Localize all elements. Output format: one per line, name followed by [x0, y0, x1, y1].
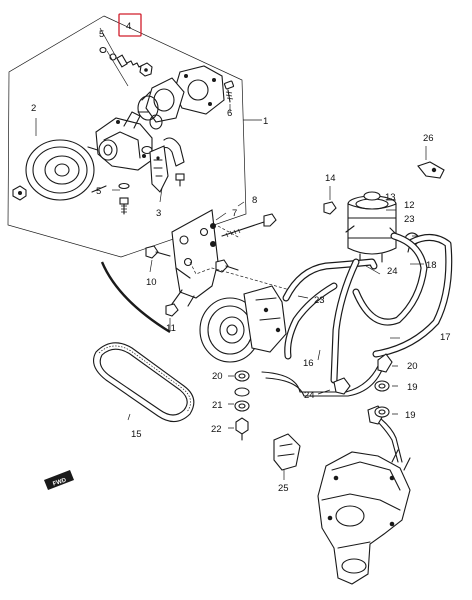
long-bolt-icon	[221, 213, 277, 238]
pipe-bracket-icon	[273, 433, 301, 471]
callout-25: 25	[278, 483, 289, 494]
callout-26: 26	[423, 133, 434, 144]
reservoir-tank-icon	[345, 191, 399, 263]
hose-clip-icon	[323, 201, 337, 215]
valve-hardware-group-icon	[99, 46, 153, 77]
highlight-box-4	[118, 13, 142, 37]
pump-body-icon	[95, 111, 153, 171]
callout-22: 22	[211, 424, 222, 435]
callout-13: 13	[385, 192, 396, 203]
pump-pulley-icon	[25, 139, 107, 201]
callout-20-top: 20	[212, 371, 223, 382]
fitting-washer-icon	[118, 182, 130, 215]
callout-23-mid: 23	[314, 295, 325, 306]
fwd-text: FWD	[52, 477, 67, 487]
callout-17: 17	[440, 332, 451, 343]
callout-4: 4	[126, 21, 131, 32]
callout-2: 2	[31, 103, 36, 114]
callout-6: 6	[227, 108, 232, 119]
callout-5-lower: 5	[96, 186, 101, 197]
mounting-bolt-icon	[223, 80, 235, 103]
callout-18: 18	[426, 260, 437, 271]
bracket-bolt-icon	[145, 245, 239, 273]
callout-23-top: 23	[404, 214, 415, 225]
callout-24-lower: 24	[304, 390, 315, 401]
steering-gearbox-icon	[317, 449, 411, 585]
callout-20-lower: 21	[212, 400, 223, 411]
callout-5-top: 5	[99, 29, 104, 40]
o-ring-seal-icon	[137, 95, 163, 155]
clamp-bolt-icon	[175, 173, 185, 187]
callout-7: 7	[232, 208, 237, 219]
outlet-fitting-icon	[149, 137, 185, 193]
callout-labels: 4 5 2 1 6 5 3 26 8 7 14 13 12 23 10 24 1…	[31, 21, 451, 494]
leader-lines	[127, 186, 424, 480]
callout-14: 14	[325, 173, 336, 184]
pump-assembly-frame	[7, 15, 247, 258]
callout-3: 3	[156, 208, 161, 219]
leader-lines-top	[35, 27, 427, 203]
callout-1: 1	[263, 116, 268, 127]
callout-8: 8	[252, 195, 257, 206]
pipe-clamp-icon	[333, 377, 351, 395]
reference-dash-lines	[189, 225, 291, 291]
hose-routing	[282, 232, 453, 384]
lower-bolt-icon	[165, 289, 183, 317]
pulley-nut-icon	[12, 185, 27, 201]
callout-19-top: 19	[407, 382, 418, 393]
forward-direction-badge: FWD	[44, 470, 74, 490]
washers-nuts-group-icon	[234, 370, 390, 441]
callout-12: 12	[404, 200, 415, 211]
callout-24-top: 24	[387, 266, 398, 277]
callout-10: 10	[146, 277, 157, 288]
callout-11: 11	[166, 323, 176, 334]
bracket-clip-icon	[417, 161, 445, 179]
callout-16: 16	[303, 358, 314, 369]
belt-guide-arc	[100, 261, 171, 334]
lower-pump-icon	[199, 285, 287, 363]
pump-cover-icon	[137, 65, 225, 123]
pump-bracket-icon	[171, 209, 219, 307]
callout-19-lower: 19	[405, 410, 416, 421]
callout-15: 15	[131, 429, 142, 440]
drive-belt-icon	[93, 342, 195, 423]
callout-21: 20	[407, 361, 418, 372]
